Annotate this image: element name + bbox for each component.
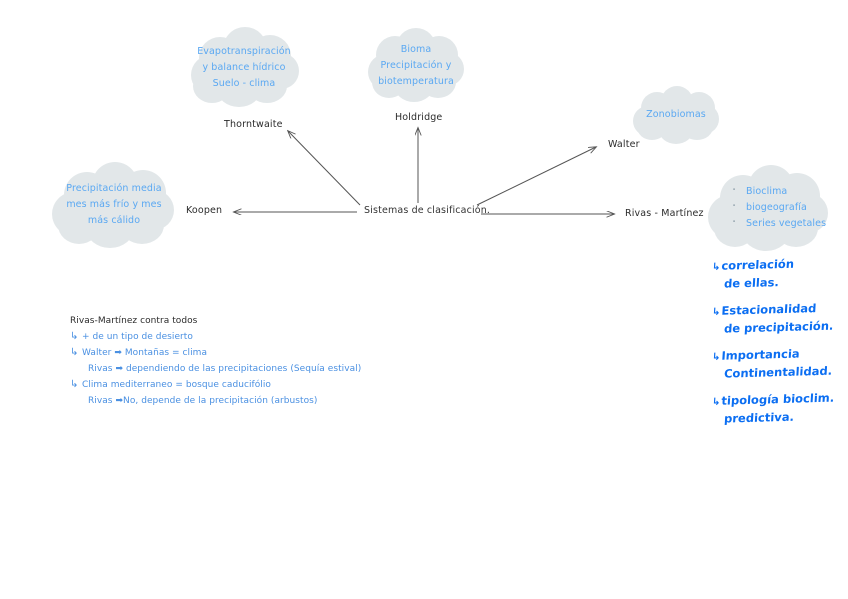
cloud-bullet-line: biogeografía [732,199,826,216]
handwritten-note-item: ↳correlación de ellas. [711,256,848,293]
cloud-thorntwaite-text: Evapotranspiración y balance hídrico Sue… [185,44,303,92]
cloud-line: más cálido [87,215,141,226]
cloud-rivas-martinez: Bioclima biogeografía Series vegetales [706,163,832,253]
note-line: ↳Walter ➡ Montañas = clima [70,345,400,361]
node-label-holdridge[interactable]: Holdridge [395,112,443,123]
cloud-shape [631,84,721,146]
handwritten-line: Continentalidad. [723,363,833,381]
hook-arrow-icon: ↳ [70,331,79,342]
node-label-rivas-martinez[interactable]: Rivas - Martínez [625,208,704,219]
hook-arrow-icon: ↳ [70,347,79,358]
cloud-thorntwaite: Evapotranspiración y balance hídrico Sue… [185,25,303,110]
cloud-line: biotemperatura [378,76,454,87]
handwritten-note-item: ↳Estacionalidad de precipitación. [711,301,848,338]
cloud-line: Precipitación y [380,60,452,71]
hook-arrow-icon: ↳ [711,306,721,318]
note-text: Rivas ➡ dependiendo de las precipitacion… [88,364,362,374]
handwritten-text: tipología bioclim. [721,390,835,408]
handwritten-note-item: ↳tipología bioclim. predictiva. [711,390,848,428]
note-text: Walter ➡ Montañas = clima [82,348,208,358]
cloud-shape [50,160,178,250]
cloud-shape [366,26,466,106]
handwritten-text: Importancia [721,346,801,363]
handwritten-line: de ellas. [723,275,780,291]
note-line: Rivas ➡ dependiendo de las precipitacion… [70,361,400,377]
note-text: + de un tipo de desierto [82,332,193,342]
cloud-walter: Zonobiomas [631,84,721,146]
handwritten-note-item: ↳Importancia Continentalidad. [711,346,848,383]
arrow-center-to-walter [476,147,596,206]
hook-arrow-icon: ↳ [70,379,79,390]
cloud-shape [185,25,303,110]
handwritten-notes-block: ↳correlación de ellas. ↳Estacionalidad d… [711,256,848,438]
note-line: ↳+ de un tipo de desierto [70,329,400,345]
hook-arrow-icon: ↳ [711,351,721,363]
node-label-koppen[interactable]: Koopen [186,205,223,216]
notes-title: Rivas-Martínez contra todos [70,316,198,326]
node-label-walter[interactable]: Walter [608,139,640,150]
cloud-bullet-line: Bioclima [732,183,826,200]
cloud-bullet-line: Series vegetales [732,215,826,232]
handwritten-text: Estacionalidad [721,301,817,318]
cloud-walter-text: Zonobiomas [631,107,721,123]
hook-arrow-icon: ↳ [711,261,721,273]
note-text: Clima mediterraneo = bosque caducifólio [82,380,271,390]
note-line: Rivas ➡No, depende de la precipitación (… [70,393,400,409]
cloud-line: mes más frío y mes [66,199,162,210]
notes-block: Rivas-Martínez contra todos ↳+ de un tip… [70,313,400,409]
cloud-holdridge: Bioma Precipitación y biotemperatura [366,26,466,106]
note-line: ↳Clima mediterraneo = bosque caducifólio [70,377,400,393]
cloud-line: Suelo - clima [212,77,276,89]
handwritten-line: predictiva. [723,409,795,426]
node-label-sistemas-de-clasificacion[interactable]: Sistemas de clasificación. [364,205,491,216]
cloud-koppen: Precipitación media mes más frío y mes m… [50,160,178,250]
hook-arrow-icon: ↳ [711,396,721,408]
cloud-line: y balance hídrico [202,61,286,73]
node-label-thorntwaite[interactable]: Thorntwaite [224,119,283,130]
handwritten-text: correlación [721,256,795,273]
cloud-line: Evapotranspiración [197,45,291,57]
arrow-center-to-thorntwaite [288,131,361,206]
handwritten-line: de precipitación. [723,318,834,336]
cloud-line: Bioma [400,44,432,55]
note-text: Rivas ➡No, depende de la precipitación (… [88,396,318,406]
cloud-line: Zonobiomas [646,109,706,120]
cloud-rivas-martinez-text: Bioclima biogeografía Series vegetales [706,183,832,232]
cloud-koppen-text: Precipitación media mes más frío y mes m… [50,181,178,229]
cloud-holdridge-text: Bioma Precipitación y biotemperatura [366,42,466,90]
cloud-line: Precipitación media [66,183,162,194]
